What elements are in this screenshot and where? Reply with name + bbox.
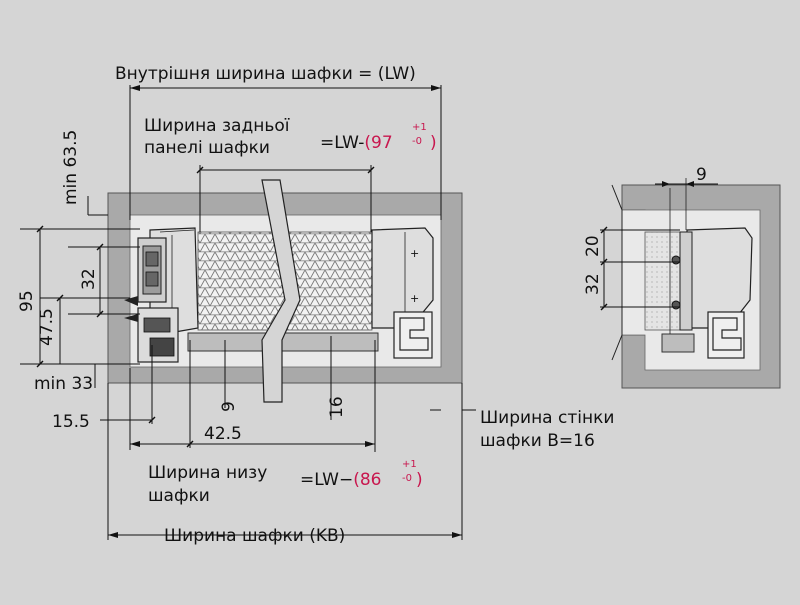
dim-95: 95 — [17, 290, 37, 312]
side-dim-32: 32 — [583, 273, 603, 295]
left-runner-mechanism — [124, 237, 179, 363]
dim-9: 9 — [219, 401, 239, 412]
back-tolerance-plus: +1 — [412, 122, 427, 133]
right-drawer-side: + + — [371, 227, 434, 329]
back-panel-label-line1: Ширина задньої — [144, 116, 290, 136]
dim-47-5: 47.5 — [37, 308, 57, 346]
back-panel-formula: =LW-(97 — [320, 133, 393, 153]
bottom-formula-close: ) — [416, 470, 423, 490]
side-detail-view: 9 32 20 — [583, 165, 781, 389]
dim-min-33: min 33 — [34, 374, 93, 394]
screw-mark-lower: + — [410, 292, 419, 305]
back-tolerance-minus: -0 — [412, 136, 422, 147]
wall-label-line1: Ширина стінки — [480, 408, 614, 428]
dim-15-5: 15.5 — [52, 412, 90, 432]
dim-42-5: 42.5 — [204, 424, 242, 444]
wall-label-line2: шафки B=16 — [480, 431, 595, 451]
bottom-formula: =LW−(86 — [300, 470, 381, 490]
bottom-label-line2: шафки — [148, 486, 210, 506]
labels: Внутрішня ширина шафки = (LW) Ширина зад… — [17, 64, 614, 546]
bottom-tolerance-plus: +1 — [402, 459, 417, 470]
dim-16: 16 — [327, 396, 347, 418]
dimension-lines — [20, 85, 476, 540]
cabinet-width-label: Ширина шафки (KB) — [164, 526, 345, 546]
break-line — [261, 179, 301, 403]
bottom-tolerance-minus: -0 — [402, 473, 412, 484]
side-dim-9: 9 — [696, 165, 707, 185]
bottom-label-line1: Ширина низу — [148, 463, 267, 483]
screw-mark-upper: + — [410, 247, 419, 260]
dim-min-63-5: min 63.5 — [61, 130, 81, 205]
inner-width-label: Внутрішня ширина шафки = (LW) — [115, 64, 416, 84]
right-runner — [393, 311, 433, 359]
side-dim-20: 20 — [583, 235, 603, 257]
dim-32: 32 — [79, 268, 99, 290]
back-formula-close: ) — [430, 133, 437, 153]
back-panel-label-line2: панелі шафки — [144, 138, 270, 158]
